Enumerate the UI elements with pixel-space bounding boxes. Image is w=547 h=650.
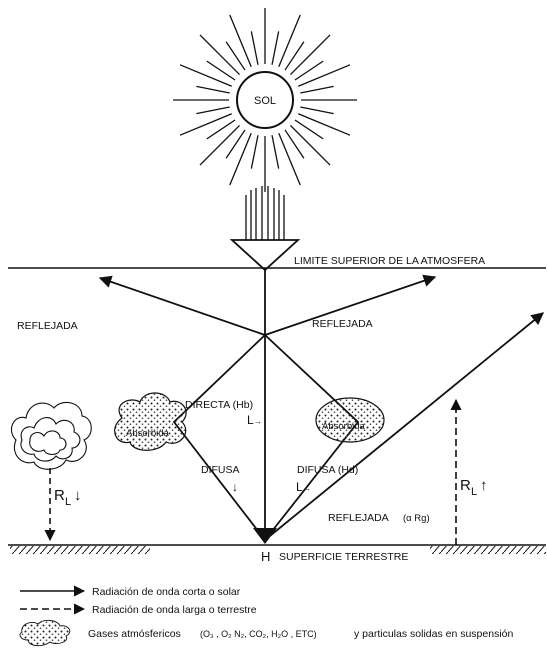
surface-impact-arrowhead	[253, 528, 277, 544]
diffuse-right-symbol-arrow: →	[303, 484, 311, 493]
surface-label: SUPERFICIE TERRESTRE	[279, 551, 408, 563]
svg-text:R: R	[54, 487, 65, 504]
sun-ray	[230, 15, 251, 67]
svg-text:↓: ↓	[74, 487, 82, 504]
legend-gases-swatch	[20, 620, 70, 645]
longwave-up-label: R L ↑	[460, 477, 488, 498]
terrestrial-cloud-left	[11, 402, 91, 469]
svg-text:(α Rg): (α Rg)	[403, 513, 430, 524]
legend-shortwave-label: Radiación de onda corta o solar	[92, 586, 241, 598]
legend-longwave: Radiación de onda larga o terrestre	[20, 604, 257, 616]
sun-ray	[272, 31, 279, 64]
sun-ray	[200, 35, 240, 75]
sun-ray	[251, 31, 258, 64]
svg-text:↑: ↑	[480, 477, 488, 494]
sun-ray	[180, 65, 232, 86]
absorbed-left-label: Absorbida	[126, 428, 169, 439]
sun-ray	[251, 135, 258, 168]
sun-ray	[300, 107, 333, 114]
sun-ray	[196, 86, 229, 93]
sun-ray	[200, 125, 240, 165]
legend-gases-formula: (O₃ , O₂ N₂, CO₂, H₂O , ETC)	[200, 629, 317, 639]
reflected-ray-left	[100, 278, 265, 335]
direct-symbol: L	[247, 413, 254, 427]
svg-text:R: R	[460, 477, 471, 494]
longwave-down-label: R L ↓	[54, 487, 82, 508]
diffuse-right-label: DIFUSA (Hd)	[297, 464, 358, 476]
direct-symbol-arrow: →	[254, 417, 262, 426]
sun-ray	[298, 114, 350, 135]
atmosphere-top-label: LIMITE SUPERIOR DE LA ATMOSFERA	[294, 255, 485, 267]
diffuse-right-symbol: L	[296, 480, 303, 494]
absorbed-right-label: Absorbida	[322, 421, 365, 432]
legend-gases: Gases atmósfericos (O₃ , O₂ N₂, CO₂, H₂O…	[20, 620, 514, 645]
absorption-cloud-left: Absorbida	[115, 393, 186, 450]
sun-ray	[300, 86, 333, 93]
reflected-right-label: REFLEJADA	[312, 318, 373, 330]
legend-gases-prefix: Gases atmósfericos	[88, 628, 181, 640]
sun-ray	[279, 15, 300, 67]
incoming-solar-beam	[232, 186, 298, 270]
svg-text:L: L	[471, 486, 477, 498]
sun-ray	[180, 114, 232, 135]
reflected-ground-label: REFLEJADA (α Rg)	[328, 512, 430, 524]
sun-ray	[272, 135, 279, 168]
scattered-path-left	[174, 335, 265, 540]
surface-point-label: H	[261, 549, 270, 564]
surface-hatch-left	[10, 546, 150, 554]
sun-label: SOL	[254, 95, 276, 107]
sun: SOL	[173, 8, 357, 192]
direct-label: DIRECTA (Hb)	[185, 399, 253, 411]
absorption-cloud-right: Absorbida	[316, 398, 384, 442]
sun-ray	[298, 65, 350, 86]
reflected-ground-ray	[265, 313, 543, 540]
surface-hatch-right	[430, 546, 546, 554]
svg-text:REFLEJADA: REFLEJADA	[328, 512, 389, 524]
sun-ray	[290, 125, 330, 165]
legend-shortwave: Radiación de onda corta o solar	[20, 586, 241, 598]
diffuse-left-arrow: ↓	[232, 480, 238, 494]
legend-longwave-label: Radiación de onda larga o terrestre	[92, 604, 257, 616]
sun-ray	[230, 133, 251, 185]
sun-ray	[290, 35, 330, 75]
legend-gases-suffix: y particulas solidas en suspensión	[354, 628, 514, 640]
legend: Radiación de onda corta o solar Radiació…	[20, 586, 514, 646]
svg-text:L: L	[65, 496, 71, 508]
reflected-left-label: REFLEJADA	[17, 320, 78, 332]
sun-ray	[196, 107, 229, 114]
diffuse-left-label: DIFUSA	[201, 464, 240, 476]
sun-ray	[279, 133, 300, 185]
